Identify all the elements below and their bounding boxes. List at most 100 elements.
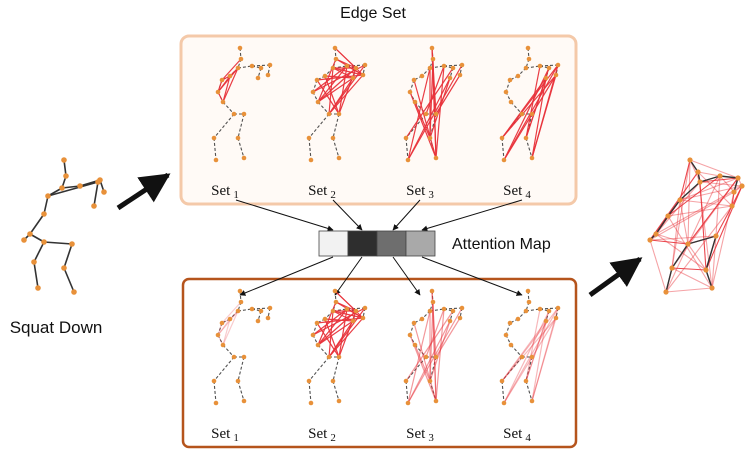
bot4-bone-2 [525,308,541,312]
output-edge-25 [671,177,739,269]
top2-bone-15 [332,113,340,139]
input-bone-14 [33,261,39,289]
bot3-bone-14 [405,380,409,404]
bot2-joint-5 [350,318,356,324]
output-edge-15 [699,181,707,271]
top4-joint-7 [553,72,559,78]
bot1-bone-11 [222,344,235,358]
output-edge-41 [671,199,681,269]
output-joint-13 [713,233,719,239]
bot2-bone-13 [308,356,330,382]
top2-edge-9 [328,64,366,115]
output-edge-24 [687,177,739,245]
bot4-edge-7 [525,308,541,382]
top1-joint-8 [227,73,233,79]
output-edge-13 [699,181,743,187]
top4-edge-10 [531,74,557,159]
bot1-joint-8 [227,316,233,322]
bot2-joint-16 [306,378,312,384]
output-edge-46 [655,233,689,245]
top1-joint-16 [211,135,217,141]
top3-joint-15 [433,155,439,161]
output-bone-10 [665,267,673,293]
bot4-joint-1 [526,299,532,305]
set-3-to-attention-arrow [392,199,421,231]
top4-joint-17 [501,157,507,163]
output-edge-2 [689,159,739,179]
output-bone-13 [705,269,713,289]
top3-joint-10 [407,89,413,95]
top2-joint-1 [333,56,339,62]
weighted-set-4-skeleton [499,288,561,406]
bot1-bone-13 [213,356,235,382]
top1-joint-9 [219,77,225,83]
set-4-to-attention-arrow [421,199,523,232]
top1-bone-13 [213,113,235,139]
bot3-joint-8 [419,316,425,322]
top2-edge-23 [334,47,364,76]
bot1-joint-12 [231,354,237,360]
top2-joint-4 [353,65,359,71]
top3-bone-14 [405,137,409,161]
input-joint-0 [61,157,67,163]
bot4-joint-0 [525,288,531,294]
bot2-edge-9 [328,307,366,358]
top4-joint-14 [523,135,529,141]
top3-edge-8 [425,65,445,115]
attention-to-set-4-arrow [421,256,523,296]
attention-cell-3 [376,230,407,257]
bot4-edge-8 [503,310,550,404]
bot3-joint-17 [405,400,411,406]
output-edge-20 [665,175,721,293]
bot1-joint-13 [241,354,247,360]
output-edge-47 [655,233,707,271]
output-edge-44 [667,215,713,289]
top4-joint-3 [537,63,543,69]
bot1-joint-11 [220,342,226,348]
top2-joint-10 [310,89,316,95]
bot4-edge-6 [503,317,557,404]
output-joint-14 [703,267,709,273]
bot4-joint-5 [543,318,549,324]
bot1-joint-7 [265,315,271,321]
top1-edge-8 [217,75,231,93]
edge-set-title: Edge Set [340,5,406,22]
bot4-edge-4 [531,307,559,402]
bot3-joint-7 [457,315,463,321]
output-edge-28 [649,191,735,241]
bot2-edge-13 [324,318,354,322]
top3-joint-4 [450,65,456,71]
input-to-edge-set-arrow [116,172,171,211]
input-bone-15 [63,243,73,269]
bot4-bone-16 [525,380,533,402]
bot3-joint-15 [433,398,439,404]
input-joint-13 [69,241,75,247]
bot1-bone-10 [251,307,271,310]
top2-joint-5 [350,75,356,81]
top1-joint-7 [265,72,271,78]
output-joint-5 [731,189,737,195]
top4-joint-12 [519,111,525,117]
weighted-set-2-skeleton [306,288,368,406]
top4-joint-6 [555,62,561,68]
bot4-joint-8 [515,316,521,322]
edge-set-box [179,34,578,206]
bot3-joint-16 [403,378,409,384]
input-bone-12 [43,241,73,245]
output-edge-57 [671,267,707,271]
top4-bone-14 [501,137,505,161]
bot2-joint-2 [330,308,336,314]
edge-set-4-skeleton [499,45,561,163]
bot3-edge-8 [425,308,445,358]
output-edge-35 [667,205,733,217]
top3-edge-5 [435,74,461,115]
top4-joint-16 [499,135,505,141]
attention-to-set-2-arrow [334,256,363,296]
bot2-joint-11 [315,342,321,348]
top3-joint-7 [457,72,463,78]
top4-joint-0 [525,45,531,51]
bot2-edge-12 [338,308,348,358]
top4-joint-2 [523,65,529,71]
